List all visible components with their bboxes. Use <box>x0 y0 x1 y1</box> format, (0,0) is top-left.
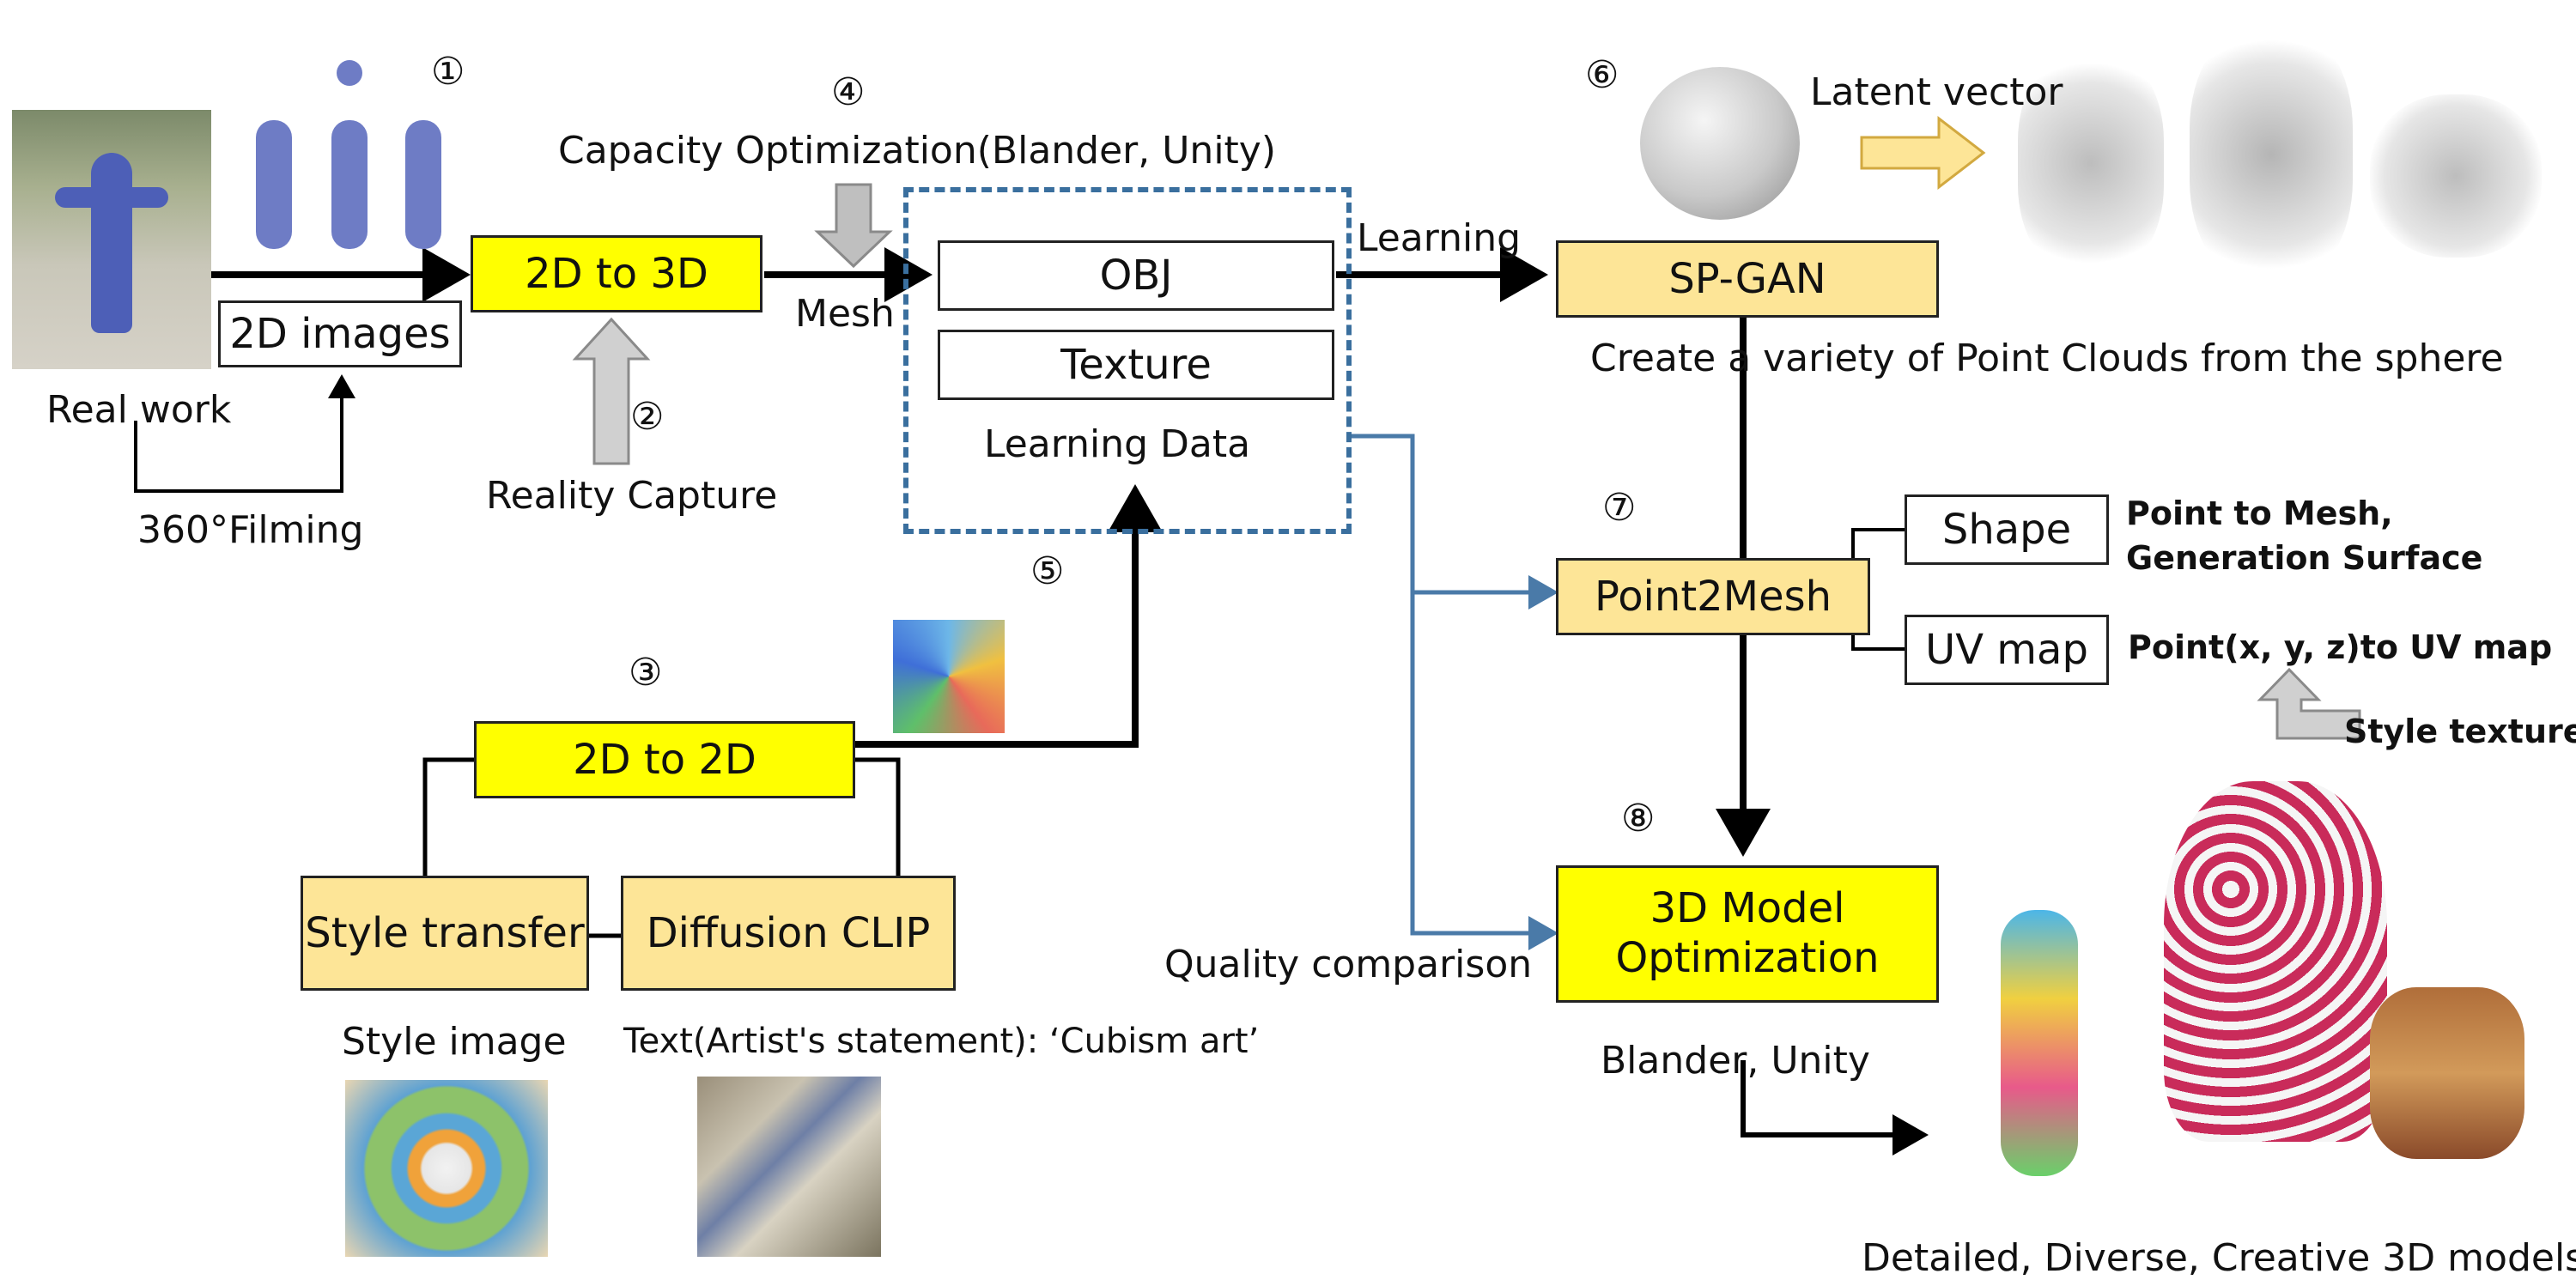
generation-surface-label: Generation Surface <box>2126 539 2483 577</box>
box-diffusion-clip: Diffusion CLIP <box>621 876 956 991</box>
arrow-blue-modelopt <box>1410 592 1558 950</box>
step-1: ① <box>431 50 465 94</box>
style-texture-label: Style texture <box>2344 713 2576 750</box>
box-style-transfer: Style transfer <box>301 876 589 991</box>
creative-3d-models <box>1992 764 2542 1210</box>
step-8: ⑧ <box>1621 797 1656 840</box>
box-3d-model-optimization: 3D Model Optimization <box>1556 865 1939 1003</box>
step-2: ② <box>630 395 665 439</box>
step-3: ③ <box>629 651 663 695</box>
box-obj: OBJ <box>938 240 1334 311</box>
style-image <box>345 1080 548 1257</box>
box-sp-gan: SP-GAN <box>1556 240 1939 318</box>
reality-capture-label: Reality Capture <box>486 474 778 518</box>
box-uv-map: UV map <box>1905 615 2109 685</box>
blander-unity-label: Blander, Unity <box>1601 1039 1870 1083</box>
step-4: ④ <box>831 70 866 114</box>
sphere-point-cloud <box>1640 67 1800 220</box>
output-caption: Detailed, Diverse, Creative 3D models <box>1862 1236 2576 1280</box>
style-image-label: Style image <box>342 1020 567 1064</box>
arrow-filming-2dimages <box>134 374 355 493</box>
arrow-modelopt-output <box>1741 1060 1929 1156</box>
arrow-blue-point2mesh <box>1350 434 1558 610</box>
figure-views <box>249 52 447 258</box>
line-to2d-style <box>422 757 474 876</box>
learning-data-label: Learning Data <box>984 422 1251 466</box>
texture-swatch <box>893 620 1005 733</box>
step-5: ⑤ <box>1030 549 1065 593</box>
arrow-to2d-learningdata <box>855 484 1163 748</box>
line-to2d-diffusion <box>855 757 901 876</box>
filming-label: 360°Filming <box>137 508 364 552</box>
box-texture: Texture <box>938 330 1334 400</box>
learning-data-frame <box>903 187 1352 534</box>
box-2d-to-3d: 2D to 3D <box>471 235 762 312</box>
latent-vector-label: Latent vector <box>1810 70 2063 114</box>
box-2d-to-2d: 2D to 2D <box>474 721 855 798</box>
capacity-optimization-label: Capacity Optimization(Blander, Unity) <box>558 129 1276 173</box>
latent-vector-arrow <box>1860 115 1986 191</box>
point-cloud-samples <box>2001 17 2550 300</box>
model-opt-line2: Optimization <box>1615 934 1880 982</box>
cubism-image <box>697 1077 881 1257</box>
point-uv-label: Point(x, y, z)to UV map <box>2128 628 2553 666</box>
real-work-label: Real work <box>46 388 232 432</box>
model-opt-line1: 3D Model <box>1649 884 1845 933</box>
box-shape: Shape <box>1905 494 2109 565</box>
mesh-label: Mesh <box>795 292 895 336</box>
real-work-photo <box>12 110 211 369</box>
learning-label: Learning <box>1357 216 1522 260</box>
step-7: ⑦ <box>1602 486 1637 530</box>
point-to-mesh-label: Point to Mesh, <box>2126 494 2393 532</box>
box-point2mesh: Point2Mesh <box>1556 558 1870 635</box>
create-variety-label: Create a variety of Point Clouds from th… <box>1590 337 2504 380</box>
grey-arrow-capacity <box>814 183 893 269</box>
box-2d-images: 2D images <box>218 300 462 367</box>
step-6: ⑥ <box>1585 53 1619 97</box>
grey-arrow-reality <box>572 317 651 465</box>
artist-statement-label: Text(Artist's statement): ‘Cubism art’ <box>623 1022 1260 1061</box>
quality-comparison-label: Quality comparison <box>1164 943 1533 986</box>
